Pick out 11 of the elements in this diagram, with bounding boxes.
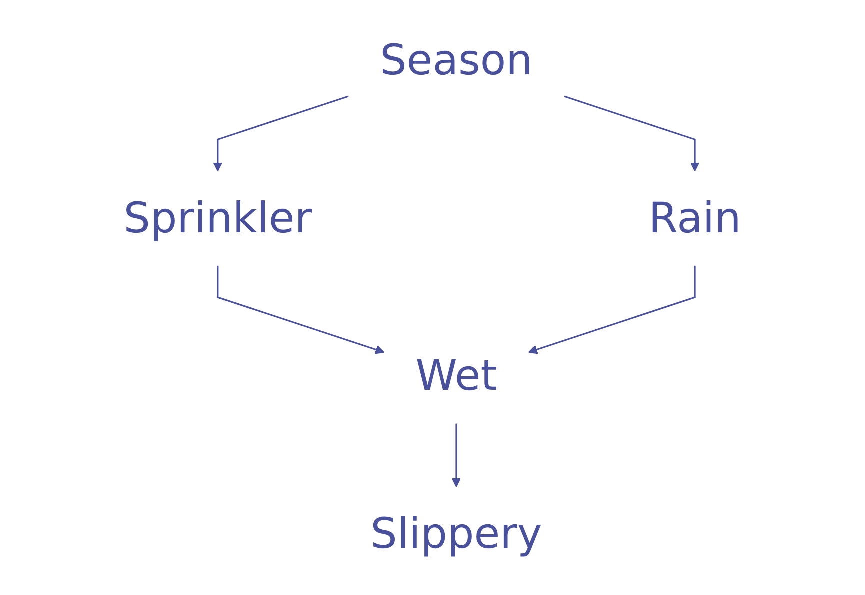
arrow (452, 424, 462, 488)
node-text: Slippery (370, 510, 542, 558)
node-text: Season (380, 36, 533, 85)
arrow (564, 96, 700, 172)
arrow (213, 96, 349, 172)
node-text: Rain (648, 194, 742, 243)
node-text: Wet (416, 352, 498, 401)
node-text: Sprinkler (124, 194, 312, 243)
graph-drawing: Season Sprinkler Rain Wet Slippery (10, 5, 855, 590)
arrow (528, 266, 696, 354)
arrow (217, 266, 385, 354)
